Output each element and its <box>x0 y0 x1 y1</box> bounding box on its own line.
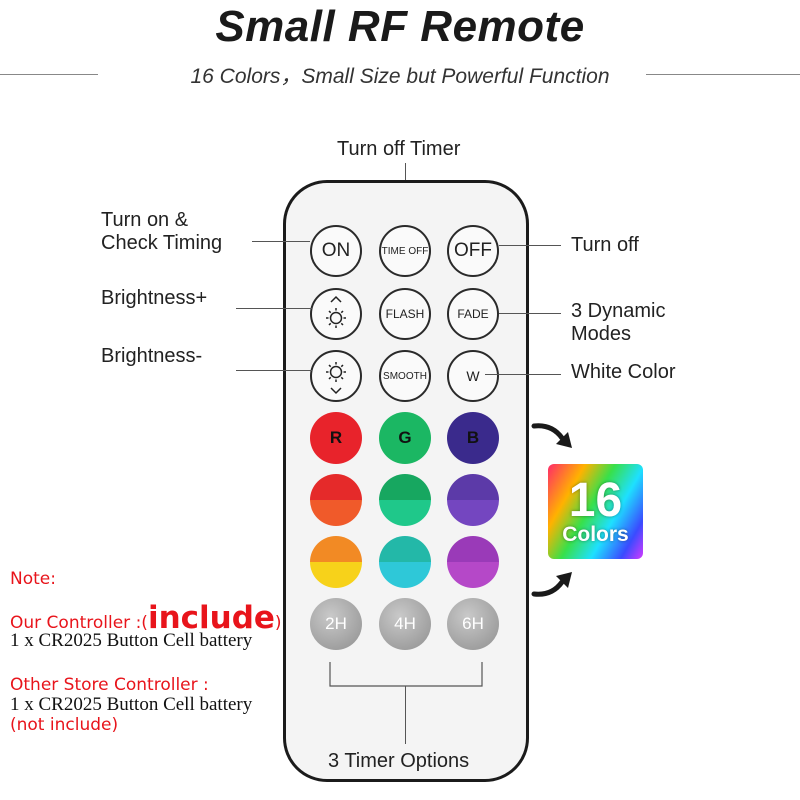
pointer-line-white <box>485 374 561 375</box>
sixteen-colors-badge: 16 Colors <box>548 464 643 559</box>
color-button-teal-cyan[interactable] <box>379 536 431 588</box>
pointer-line-timer <box>405 163 406 180</box>
white-button[interactable]: W <box>447 350 499 402</box>
sun-arrow-up-icon <box>326 295 346 328</box>
note-heading: Note: <box>10 569 56 589</box>
blue-button[interactable]: B <box>447 412 499 464</box>
sun-arrow-down-icon <box>326 362 346 395</box>
label-timer-options: 3 Timer Options <box>328 750 470 772</box>
timer-bracket <box>329 662 483 687</box>
subtitle-rule-right <box>646 74 800 75</box>
label-dynamic-modes: 3 Dynamic Modes <box>571 300 665 346</box>
note-other-suffix: (not include) <box>10 715 119 735</box>
on-button-label: ON <box>321 240 351 261</box>
pointer-line-fade <box>499 313 561 314</box>
label-turn-on-check-timing: Turn on & Check Timing <box>101 209 222 255</box>
blue-button-label: B <box>466 428 480 447</box>
green-button-label: G <box>398 428 412 447</box>
pointer-line-brightness-minus <box>236 370 312 371</box>
note-ours-suffix: ) <box>274 613 282 633</box>
badge-word: Colors <box>562 522 629 546</box>
timer-4h-label: 4H <box>394 614 416 633</box>
time-off-button[interactable]: TIME OFF <box>379 225 431 277</box>
note-other-item: 1 x CR2025 Button Cell battery <box>10 694 253 715</box>
smooth-button[interactable]: SMOOTH <box>379 350 431 402</box>
label-brightness-minus: Brightness- <box>101 345 203 367</box>
arrow-icon <box>531 423 572 448</box>
timer-2h-label: 2H <box>325 614 347 633</box>
page-subtitle: 16 Colors，Small Size but Powerful Functi… <box>190 65 610 88</box>
color-button-orange-yellow[interactable] <box>310 536 362 588</box>
off-button[interactable]: OFF <box>447 225 499 277</box>
red-button[interactable]: R <box>310 412 362 464</box>
off-button-label: OFF <box>454 240 492 261</box>
label-turn-on-line2: Check Timing <box>101 232 223 254</box>
brightness-up-button[interactable] <box>310 288 362 340</box>
color-button-purple[interactable] <box>447 474 499 526</box>
subtitle-rule-left <box>0 74 98 75</box>
time-off-button-label: TIME OFF <box>381 245 429 257</box>
fade-button-label: FADE <box>457 307 489 321</box>
label-turn-on-line1: Turn on & <box>101 209 189 231</box>
pointer-line-brightness-plus <box>236 308 312 309</box>
timer-4h-button[interactable]: 4H <box>379 598 431 650</box>
brightness-down-button[interactable] <box>310 350 362 402</box>
label-brightness-plus: Brightness+ <box>101 287 208 309</box>
color-button-red-orange[interactable] <box>310 474 362 526</box>
label-dynamic-line2: Modes <box>571 323 632 345</box>
note-ours-line: Our Controller :(include) <box>10 600 282 636</box>
note-ours-emphasis: include <box>147 600 275 636</box>
fade-button[interactable]: FADE <box>447 288 499 340</box>
arrow-icon <box>531 572 572 597</box>
pointer-line-timer-options <box>405 686 406 744</box>
flash-button-label: FLASH <box>385 307 425 321</box>
smooth-button-label: SMOOTH <box>383 370 427 382</box>
timer-2h-button[interactable]: 2H <box>310 598 362 650</box>
note-other-heading: Other Store Controller : <box>10 675 209 695</box>
red-button-label: R <box>329 428 343 447</box>
green-button[interactable]: G <box>379 412 431 464</box>
page-title: Small RF Remote <box>215 2 585 51</box>
timer-6h-button[interactable]: 6H <box>447 598 499 650</box>
note-ours-prefix: Our Controller :( <box>10 613 148 633</box>
label-turn-off-timer: Turn off Timer <box>337 138 461 160</box>
pointer-line-off <box>499 245 561 246</box>
timer-6h-label: 6H <box>462 614 484 633</box>
note-ours-item: 1 x CR2025 Button Cell battery <box>10 630 253 651</box>
label-dynamic-line1: 3 Dynamic <box>571 300 666 322</box>
pointer-line-on <box>252 241 310 242</box>
flash-button[interactable]: FLASH <box>379 288 431 340</box>
on-button[interactable]: ON <box>310 225 362 277</box>
color-button-violet[interactable] <box>447 536 499 588</box>
white-button-label: W <box>466 368 480 384</box>
badge-number: 16 <box>568 473 623 527</box>
label-white-color: White Color <box>571 361 676 383</box>
label-turn-off: Turn off <box>571 234 639 256</box>
color-button-green-mint[interactable] <box>379 474 431 526</box>
